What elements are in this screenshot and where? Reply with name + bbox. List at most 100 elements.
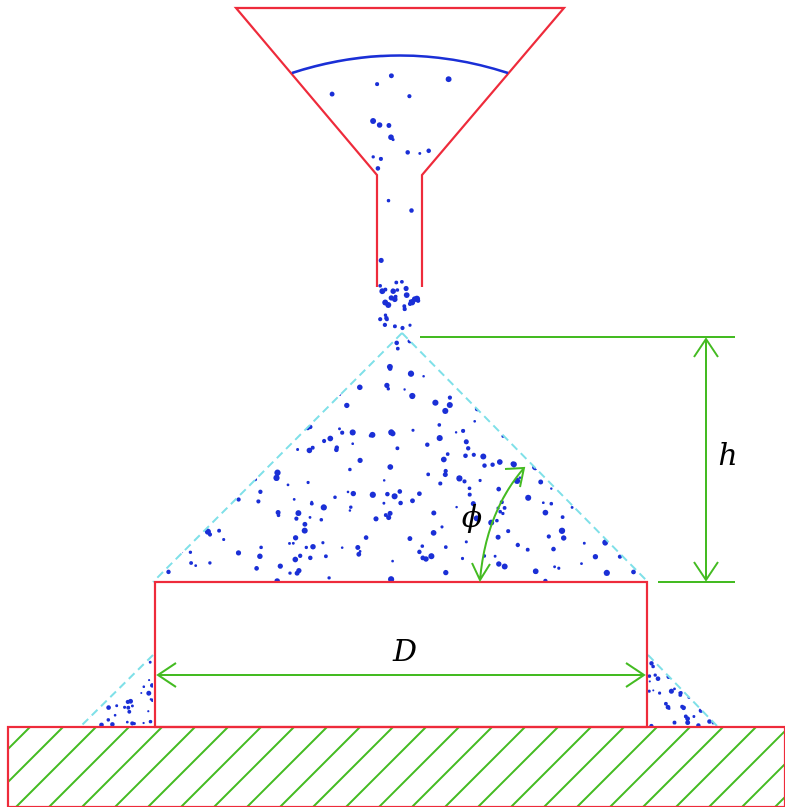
granule [438,481,443,486]
granule [388,73,394,79]
granule [370,252,374,256]
granule [153,394,159,399]
granule [589,515,595,520]
granule [250,423,257,430]
granule [147,692,150,696]
granule [546,534,551,539]
granule [603,440,607,444]
granule [619,438,622,442]
granule [384,315,389,321]
granule [369,491,376,498]
granule [630,397,636,402]
granule [189,561,194,565]
granule [596,495,603,502]
granule [310,500,314,504]
granule [188,550,193,554]
granule [316,246,320,250]
granule [411,428,415,432]
granule [542,403,548,410]
granule [88,685,91,689]
granule [563,371,567,375]
granule [294,570,300,576]
granule [211,335,215,338]
granule [538,479,544,485]
granule [407,94,412,99]
granule [344,219,350,225]
granule [501,563,508,570]
granule [678,690,683,695]
granule [567,430,574,437]
granule [394,58,399,63]
granule [133,655,139,659]
angle-label: ϕ [462,500,482,535]
granule [615,531,619,535]
granule [617,371,620,374]
granule [338,385,344,391]
granule [437,423,442,427]
granule [420,544,425,548]
granule [518,476,522,479]
granule [498,509,502,514]
granule [147,710,150,713]
granule [417,491,422,497]
granule [403,388,406,391]
granule [331,271,335,275]
granule [506,529,511,534]
granule [208,476,214,482]
hatch-line [8,727,31,751]
granule [552,356,558,362]
granule [505,95,508,101]
granule [550,487,553,490]
granule [477,210,482,215]
granule [515,542,520,548]
granule [210,439,217,445]
granule [569,489,576,495]
granule [479,403,484,408]
granule [280,343,284,347]
granule [153,459,157,463]
granule [590,398,593,402]
granule [378,156,383,161]
granule [344,355,348,359]
granule [356,384,363,391]
granule [609,439,614,444]
granule [440,525,444,529]
granule [337,261,342,265]
granule [194,461,199,466]
granule [208,462,213,468]
granule [350,197,357,204]
granule [556,407,561,412]
granule [496,561,502,567]
granule [197,376,200,380]
granule [154,518,159,523]
granule [355,545,361,550]
granule [423,556,429,562]
granule [159,477,166,484]
granule [486,413,489,416]
granule [128,665,133,670]
pile-granules [153,333,648,582]
granule [349,429,356,436]
granule [394,280,399,285]
granule [204,421,211,428]
granule [236,497,241,502]
granule [240,396,245,401]
diameter-arrowhead-right [625,662,646,688]
granule [588,371,593,377]
granule [252,428,258,434]
granule [392,296,398,303]
granule [430,530,437,536]
granule [378,284,383,288]
granule [303,243,307,247]
granule [254,566,259,571]
granule [181,386,188,393]
granule [378,257,384,263]
granule [446,401,453,409]
granule [292,498,296,501]
granule [425,442,430,447]
granule [281,369,285,373]
granule [270,433,277,440]
granule [511,365,515,369]
granule [577,472,583,479]
granule [463,453,468,459]
